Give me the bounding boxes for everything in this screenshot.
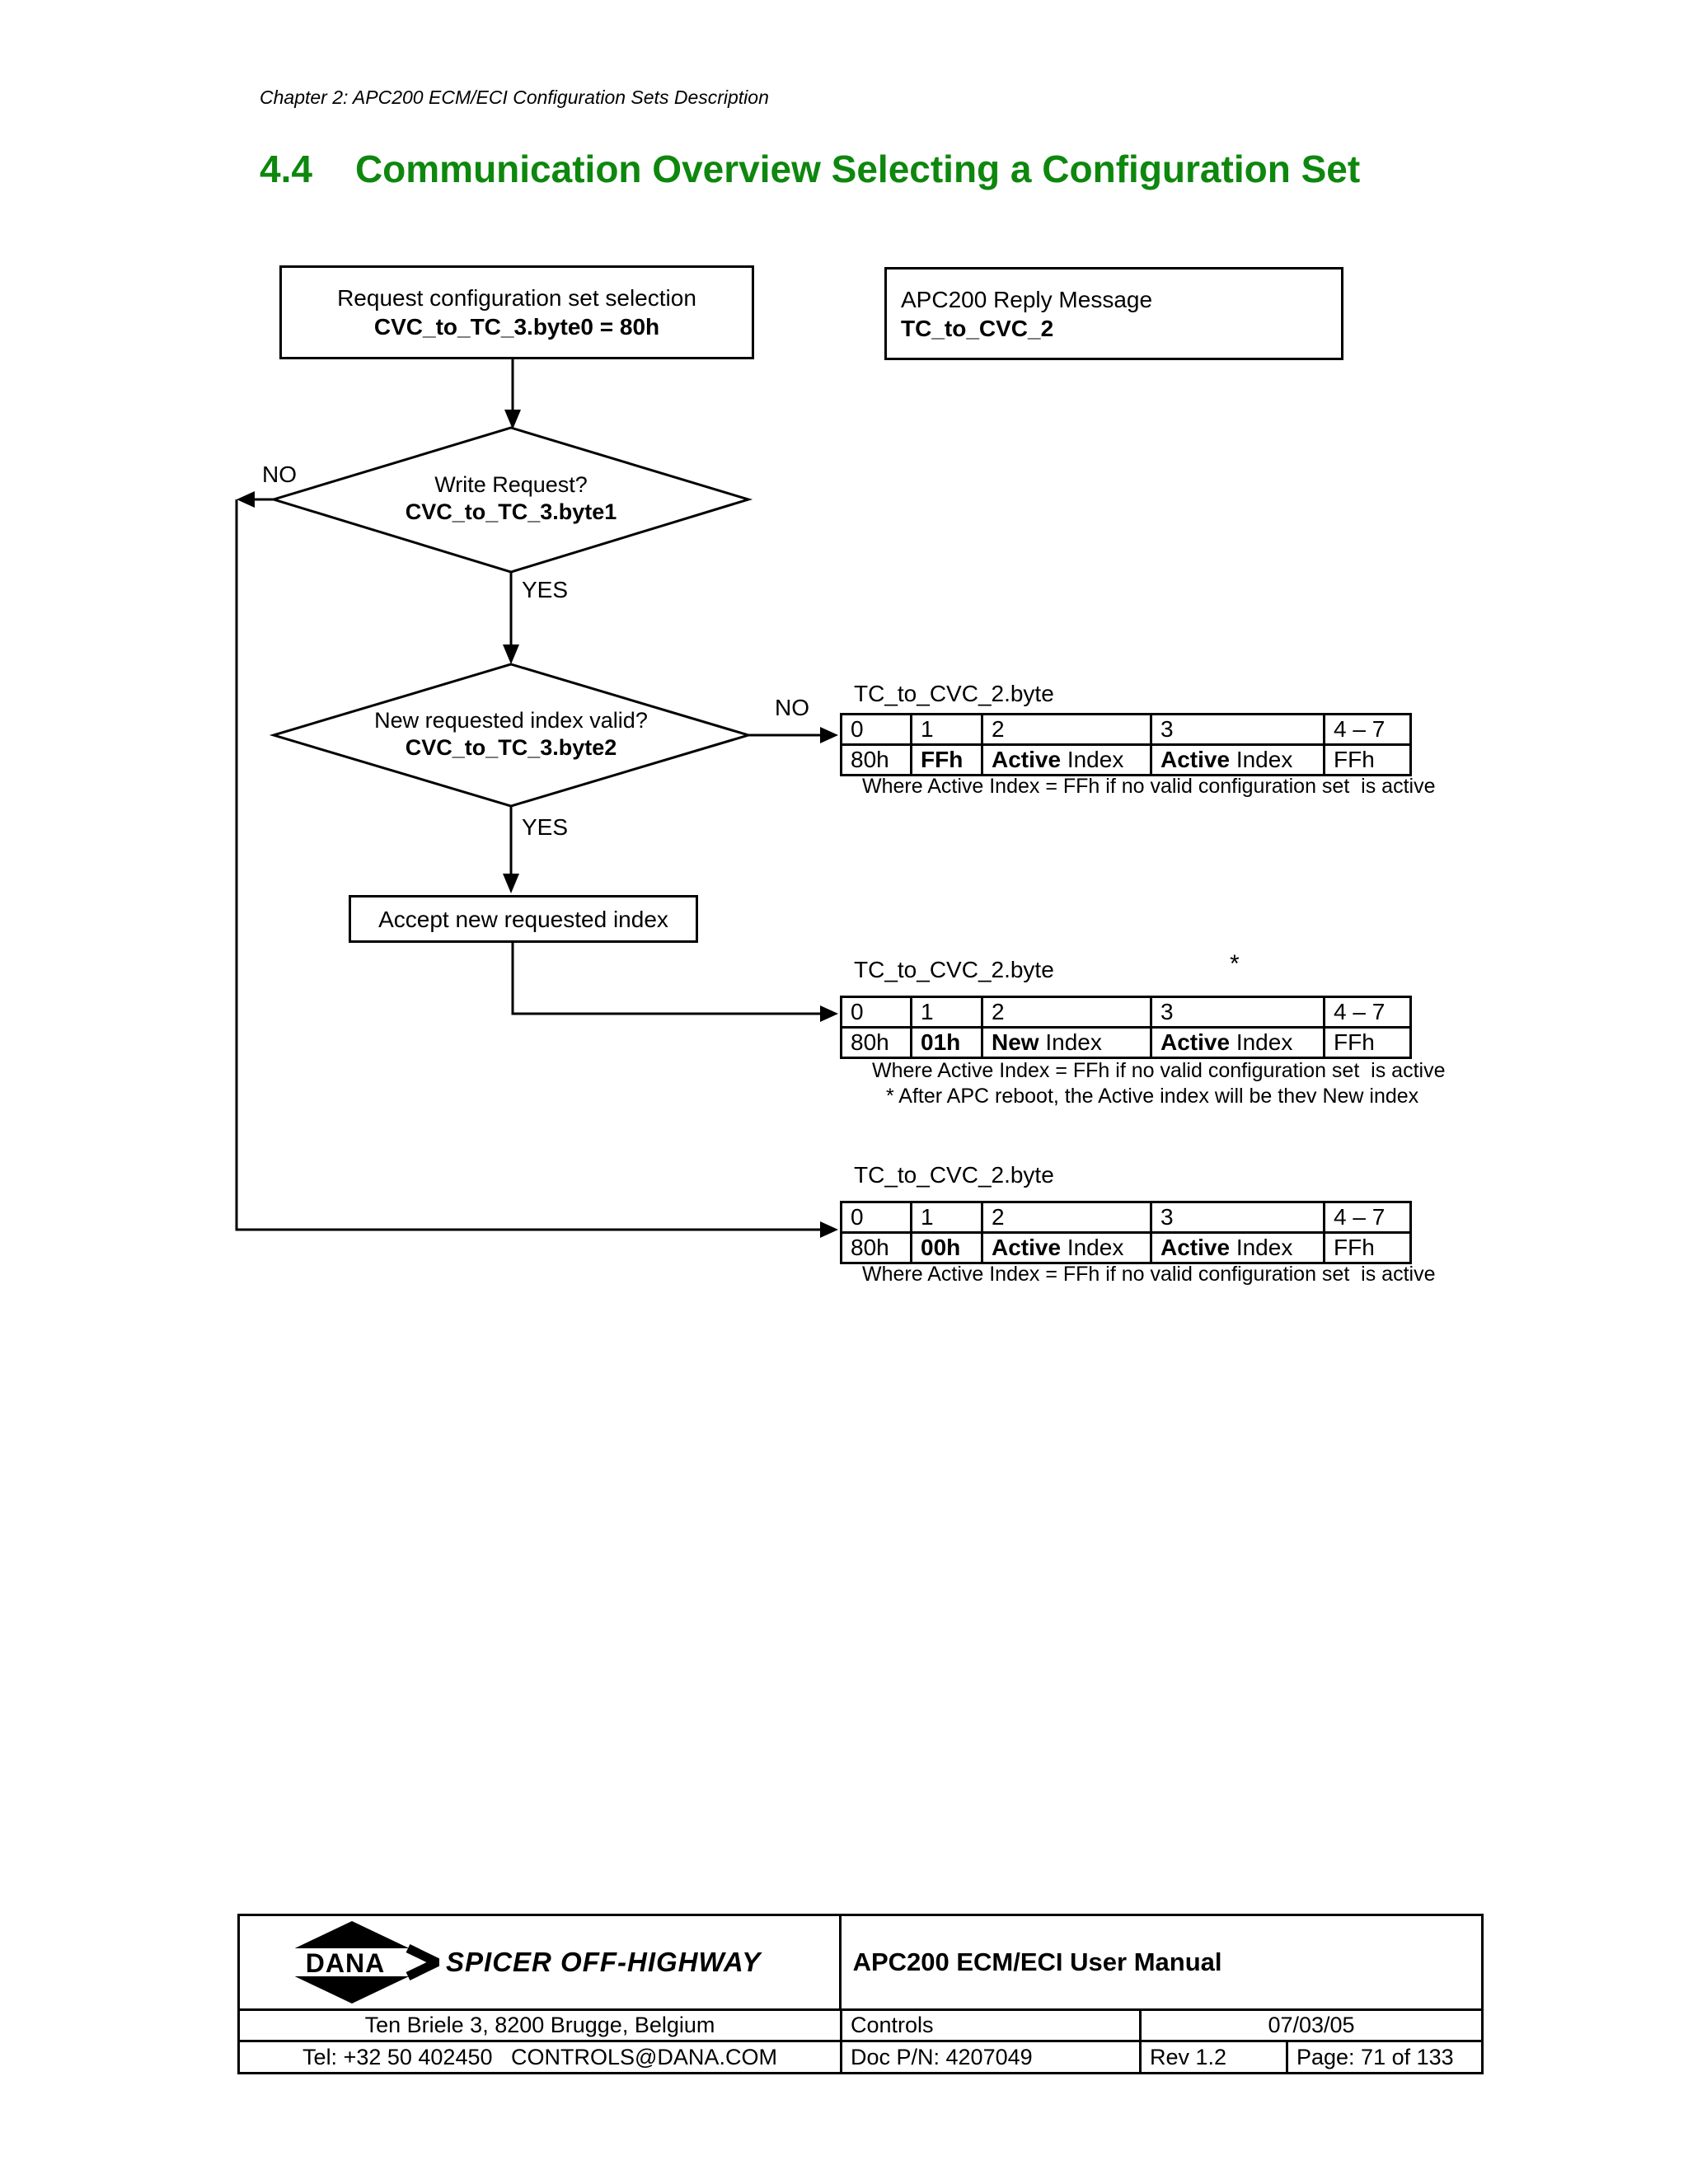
table3-value-row: 80h 00h Active Index Active Index FFh: [840, 1231, 1412, 1264]
table1-note: Where Active Index = FFh if no valid con…: [862, 775, 1436, 798]
manual-title: APC200 ECM/ECI User Manual: [852, 1947, 1222, 1976]
table2-value-row: 80h 01h New Index Active Index FFh: [840, 1026, 1412, 1059]
chapter-header: Chapter 2: APC200 ECM/ECI Configuration …: [260, 87, 769, 108]
dana-logo-text: DANA: [306, 1948, 385, 1978]
table3-caption: TC_to_CVC_2.byte: [854, 1162, 1054, 1188]
table1-header-row: 0 1 2 3 4 – 7: [840, 713, 1412, 746]
decision-index-valid-text: New requested index valid? CVC_to_TC_3.b…: [374, 708, 648, 760]
reply-message-line2: TC_to_CVC_2: [901, 315, 1054, 341]
decision-write-request-text: Write Request? CVC_to_TC_3.byte1: [405, 472, 617, 524]
byte-table-3: 0 1 2 3 4 – 7 80h 00h Active Index Activ…: [840, 1201, 1412, 1264]
footer-revision: Rev 1.2: [1142, 2042, 1288, 2072]
section-title: 4.4 Communication Overview Selecting a Co…: [260, 147, 1360, 191]
byte-table-1: 0 1 2 3 4 – 7 80h FFh Active Index Activ…: [840, 713, 1412, 776]
table2-footnote-star: *: [1230, 950, 1240, 977]
footer-doc-pn: Doc P/N: 4207049: [842, 2042, 1142, 2072]
section-title-text: Communication Overview Selecting a Confi…: [354, 148, 1361, 190]
brand-name: SPICER OFF-HIGHWAY: [446, 1947, 762, 1977]
footer-row-contact: Tel: +32 50 402450 CONTROLS@DANA.COM Doc…: [240, 2040, 1481, 2072]
footer-date: 07/03/05: [1268, 2013, 1355, 2037]
byte-table-2: 0 1 2 3 4 – 7 80h 01h New Index Active I…: [840, 996, 1412, 1059]
footer-title-cell: APC200 ECM/ECI User Manual: [842, 1916, 1481, 2008]
table1-value-row: 80h FFh Active Index Active Index FFh: [840, 743, 1412, 776]
reply-message-line1: APC200 Reply Message: [901, 286, 1153, 312]
request-config-box: Request configuration set selection CVC_…: [279, 265, 754, 359]
label-yes-2: YES: [522, 814, 569, 840]
table2-note-1: Where Active Index = FFh if no valid con…: [872, 1059, 1446, 1082]
table3-header-row: 0 1 2 3 4 – 7: [840, 1201, 1412, 1234]
table2-note-2: * After APC reboot, the Active index wil…: [886, 1085, 1419, 1108]
footer-row-address: Ten Briele 3, 8200 Brugge, Belgium Contr…: [240, 2008, 1481, 2040]
request-config-line1: Request configuration set selection: [337, 285, 696, 311]
request-config-line2: CVC_to_TC_3.byte0 = 80h: [373, 314, 660, 340]
footer-department: Controls: [842, 2011, 1142, 2040]
section-number: 4.4: [260, 148, 312, 190]
dana-logo: DANA: [265, 1921, 439, 2004]
table2-caption: TC_to_CVC_2.byte: [854, 957, 1054, 982]
accept-index-box: Accept new requested index: [349, 895, 698, 943]
footer-page-info: Page: 71 of 133: [1296, 2044, 1454, 2069]
label-no-1: NO: [262, 462, 297, 487]
footer-address: Ten Briele 3, 8200 Brugge, Belgium: [240, 2011, 842, 2040]
footer-block: DANA SPICER OFF-HIGHWAY APC200 ECM/ECI U…: [237, 1914, 1484, 2074]
footer-logo-cell: DANA SPICER OFF-HIGHWAY: [240, 1916, 842, 2008]
label-yes-1: YES: [522, 577, 569, 602]
table3-note: Where Active Index = FFh if no valid con…: [862, 1263, 1436, 1286]
table1-caption: TC_to_CVC_2.byte: [854, 681, 1054, 706]
table2-header-row: 0 1 2 3 4 – 7: [840, 996, 1412, 1029]
reply-message-box: APC200 Reply Message TC_to_CVC_2: [884, 267, 1343, 360]
footer-contact: Tel: +32 50 402450 CONTROLS@DANA.COM: [240, 2042, 842, 2072]
footer-row-brand: DANA SPICER OFF-HIGHWAY APC200 ECM/ECI U…: [240, 1916, 1481, 2008]
label-no-2: NO: [775, 695, 809, 720]
